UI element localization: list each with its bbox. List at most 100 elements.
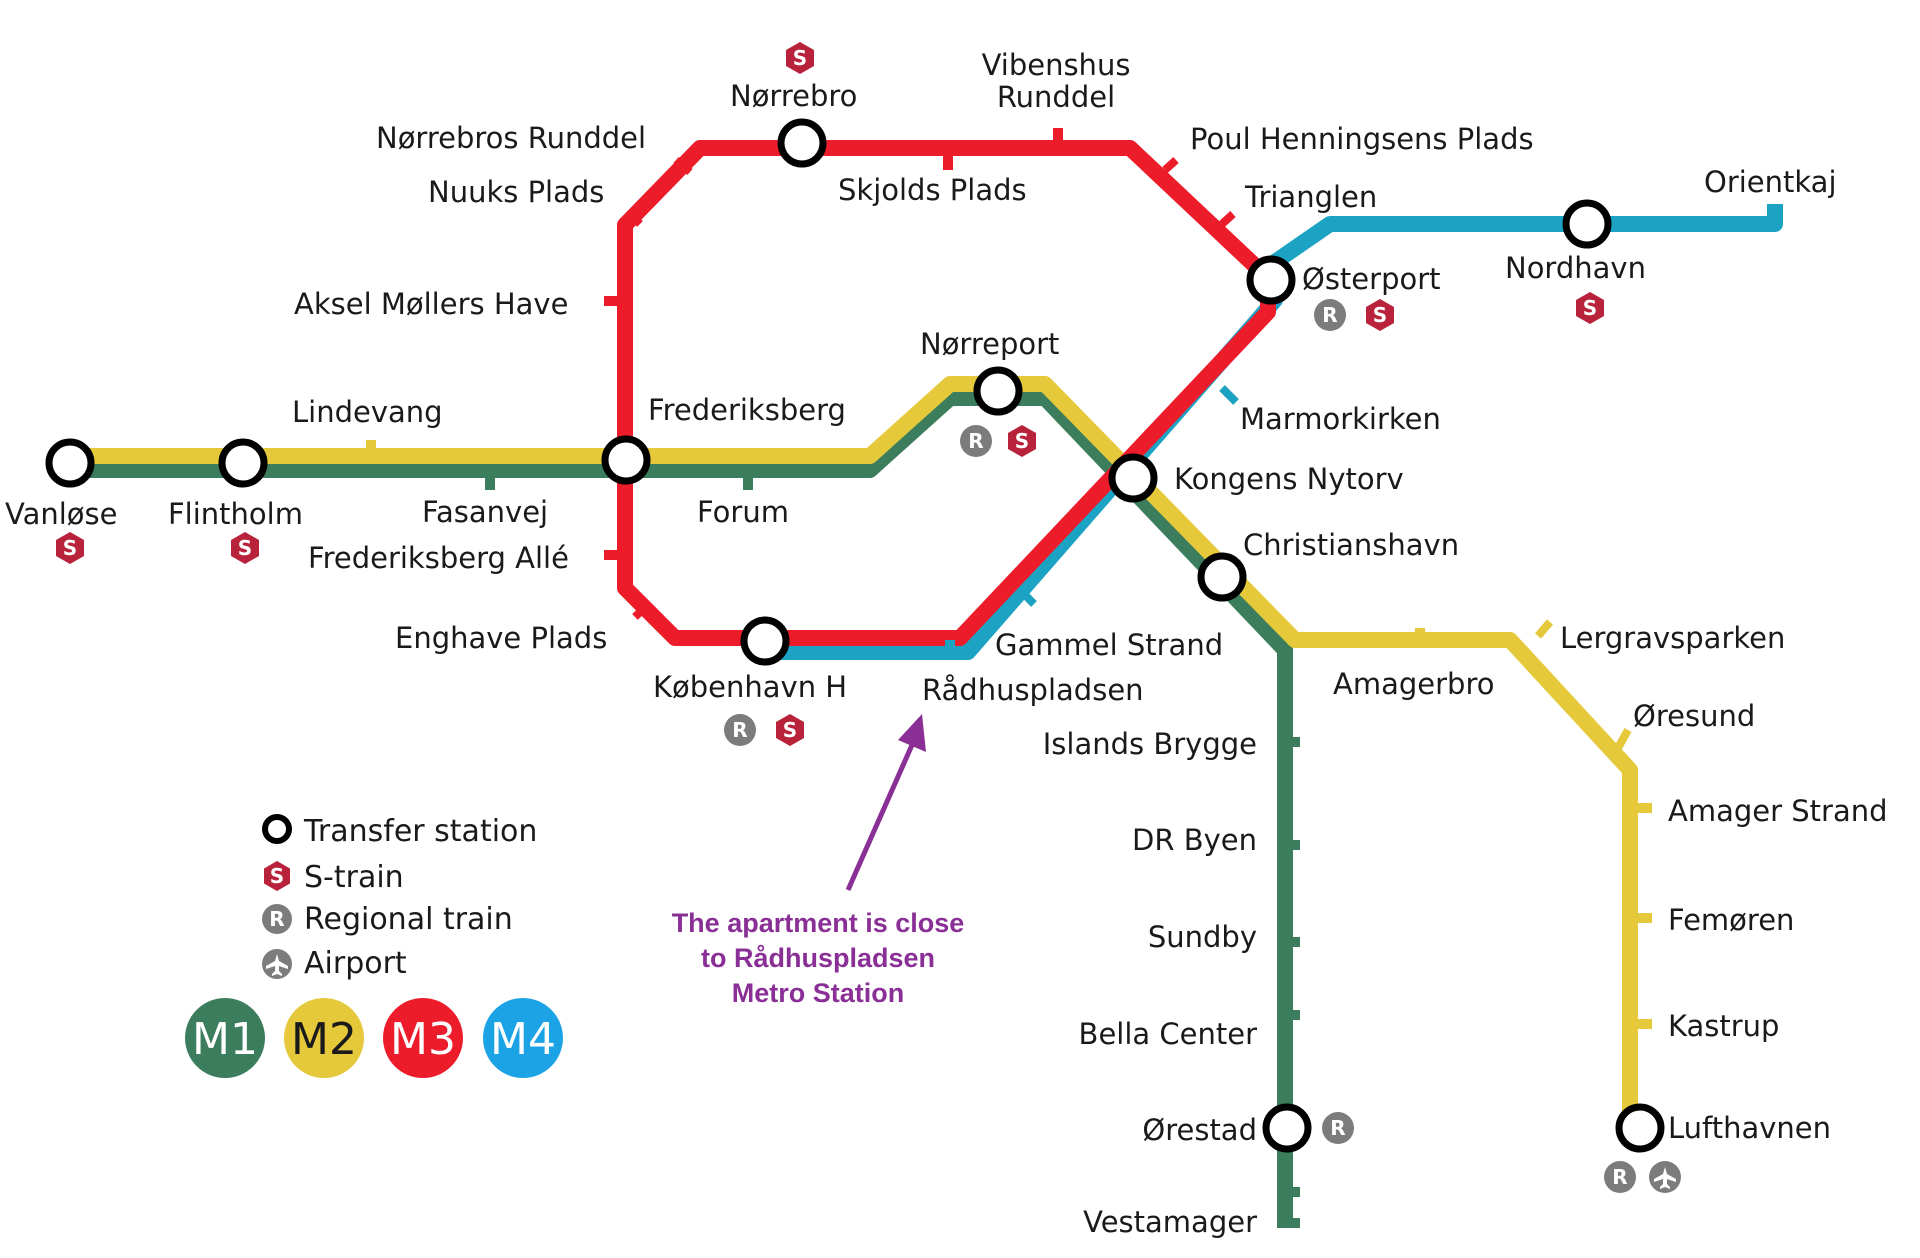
label-norreport: Nørreport <box>920 327 1059 361</box>
s-train-icon: S <box>1366 299 1394 331</box>
s-train-icon: S <box>776 714 804 746</box>
transfer-orestad <box>1262 1103 1312 1153</box>
legend-s-train-label: S-train <box>304 860 404 895</box>
svg-text:S: S <box>783 718 797 742</box>
label-osterport: Østerport <box>1302 262 1441 296</box>
label-lergravsparken: Lergravsparken <box>1560 621 1785 655</box>
svg-text:R: R <box>1322 303 1337 327</box>
label-radhuspladsen: Rådhuspladsen <box>922 673 1144 707</box>
label-christianshavn: Christianshavn <box>1243 528 1459 562</box>
label-sundby: Sundby <box>1148 920 1257 954</box>
label-norrebro: Nørrebro <box>730 79 857 113</box>
apartment-annotation: The apartment is close to Rådhuspladsen … <box>672 714 965 1008</box>
transfer-kongens-nytorv <box>1108 453 1158 503</box>
transfer-flintholm <box>218 438 268 488</box>
label-gammel-strand: Gammel Strand <box>995 628 1223 662</box>
m2-line <box>70 376 1638 1126</box>
svg-text:S: S <box>793 46 807 70</box>
annotation-arrow-shaft <box>845 743 915 892</box>
annotation-line3: Metro Station <box>732 978 905 1008</box>
svg-text:S: S <box>1015 429 1029 453</box>
label-vibenshus-line2: Runddel <box>997 80 1115 114</box>
transfer-osterport <box>1246 255 1296 305</box>
regional-train-icon: R <box>724 714 756 746</box>
label-lindevang: Lindevang <box>292 395 443 429</box>
svg-text:S: S <box>63 536 77 560</box>
transfer-stations <box>45 118 1665 1153</box>
label-fasanvej: Fasanvej <box>422 495 548 529</box>
transfer-norrebro <box>777 118 827 168</box>
s-train-icon: S <box>786 42 814 74</box>
m3-line <box>617 140 1276 646</box>
svg-text:R: R <box>269 907 284 931</box>
regional-train-icon: R <box>1314 299 1346 331</box>
label-flintholm: Flintholm <box>168 497 303 531</box>
transfer-norreport <box>973 366 1023 416</box>
regional-train-icon: R <box>1604 1161 1636 1193</box>
legend-airport-icon <box>262 949 292 979</box>
svg-text:M4: M4 <box>490 1014 556 1065</box>
annotation-arrow-head <box>898 714 926 752</box>
station-labels: Vanløse Flintholm Lindevang Fasanvej Fre… <box>5 48 1888 1239</box>
label-femoren: Femøren <box>1668 903 1794 937</box>
legend-regional-label: Regional train <box>304 902 513 937</box>
label-amagerbro: Amagerbro <box>1333 667 1494 701</box>
transfer-kobenhavn-h <box>740 616 790 666</box>
label-orestad: Ørestad <box>1142 1113 1257 1147</box>
regional-train-icon: R <box>1322 1112 1354 1144</box>
label-oresund: Øresund <box>1633 699 1755 733</box>
transfer-christianshavn <box>1197 552 1247 602</box>
label-poul-henningsens-plads: Poul Henningsens Plads <box>1190 122 1534 156</box>
s-train-icon: S <box>56 532 84 564</box>
svg-text:M2: M2 <box>291 1014 357 1065</box>
s-train-icon: S <box>231 532 259 564</box>
label-vibenshus-line1: Vibenshus <box>982 48 1131 82</box>
annotation-line2: to Rådhuspladsen <box>701 943 935 973</box>
svg-text:S: S <box>1373 303 1387 327</box>
label-kastrup: Kastrup <box>1668 1009 1779 1043</box>
legend-airport-label: Airport <box>304 946 407 981</box>
legend-m3-badge: M3 <box>383 998 463 1078</box>
label-bella-center: Bella Center <box>1079 1017 1258 1051</box>
svg-text:R: R <box>968 429 983 453</box>
transfer-vanlose <box>45 438 95 488</box>
label-islands-brygge: Islands Brygge <box>1043 727 1257 761</box>
label-nuuks-plads: Nuuks Plads <box>428 175 604 209</box>
label-norrebros-runddel: Nørrebros Runddel <box>376 121 646 155</box>
label-trianglen: Trianglen <box>1244 180 1377 214</box>
label-frederiksberg-alle: Frederiksberg Allé <box>308 541 569 575</box>
svg-text:S: S <box>1583 296 1597 320</box>
svg-text:M3: M3 <box>390 1014 456 1065</box>
svg-text:R: R <box>1612 1165 1627 1189</box>
transfer-lufthavnen <box>1615 1103 1665 1153</box>
label-orientkaj: Orientkaj <box>1704 165 1837 199</box>
legend-s-train-icon: S <box>264 861 290 891</box>
label-aksel-mollers-have: Aksel Møllers Have <box>294 287 568 321</box>
label-kobenhavn-h: København H <box>653 670 847 704</box>
legend: Transfer station S S-train R Regional tr… <box>185 814 563 1078</box>
legend-m1-badge: M1 <box>185 998 265 1078</box>
label-enghave-plads: Enghave Plads <box>395 621 607 655</box>
label-frederiksberg: Frederiksberg <box>648 393 846 427</box>
legend-m2-badge: M2 <box>284 998 364 1078</box>
annotation-line1: The apartment is close <box>672 908 965 938</box>
label-forum: Forum <box>697 495 789 529</box>
regional-train-badges: R R R R R <box>724 299 1636 1193</box>
label-vestamager: Vestamager <box>1083 1205 1257 1239</box>
regional-train-icon: R <box>960 425 992 457</box>
label-marmorkirken: Marmorkirken <box>1240 402 1441 436</box>
airport-icon <box>1649 1161 1681 1193</box>
svg-text:S: S <box>270 864 284 888</box>
label-nordhavn: Nordhavn <box>1505 251 1646 285</box>
s-train-icon: S <box>1576 292 1604 324</box>
label-dr-byen: DR Byen <box>1132 823 1257 857</box>
label-amager-strand: Amager Strand <box>1668 794 1888 828</box>
svg-text:S: S <box>238 536 252 560</box>
label-kongens-nytorv: Kongens Nytorv <box>1174 462 1404 496</box>
label-vanlose: Vanløse <box>5 497 118 531</box>
svg-text:R: R <box>732 718 747 742</box>
legend-transfer-icon <box>262 814 292 844</box>
transfer-nordhavn <box>1562 199 1612 249</box>
label-skjolds-plads: Skjolds Plads <box>838 173 1027 207</box>
